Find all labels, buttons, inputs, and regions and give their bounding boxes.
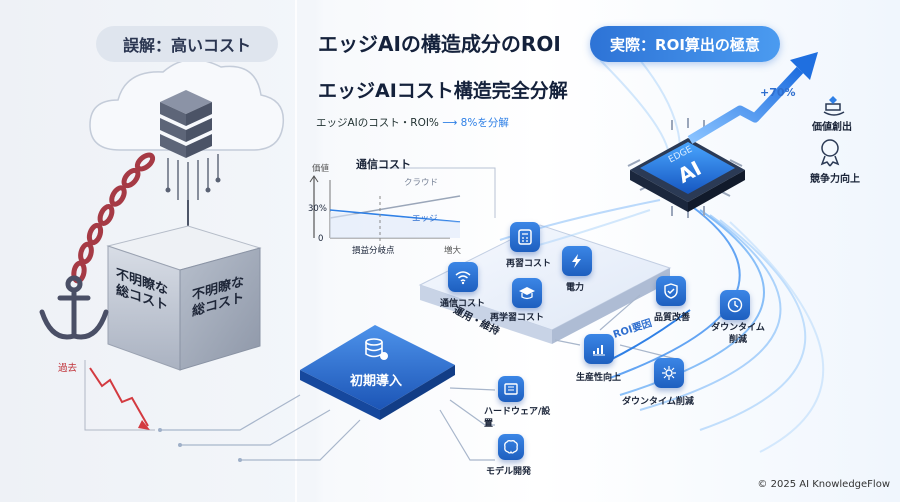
copyright: © 2025 AI KnowledgeFlow	[757, 479, 890, 490]
database-gear-icon	[362, 336, 390, 368]
relearning-label: 再学習コスト	[490, 313, 545, 323]
decline-label: 過去	[58, 363, 78, 374]
competitiveness-label: 競争力向上	[810, 174, 860, 185]
comm-label: 通信コスト	[440, 299, 486, 309]
lightning-icon	[572, 254, 581, 268]
mini-chart-increase: 増大	[444, 246, 462, 256]
quality-label: 品質改善	[654, 313, 691, 323]
mini-chart-title: 通信コスト	[356, 158, 411, 171]
cost-cube	[106, 225, 262, 371]
roi-note: エッジAIのコスト・ROI% ⟶ 8%を分解	[316, 115, 509, 130]
power-node	[562, 246, 592, 276]
mini-chart-edge-label: エッジ	[412, 214, 438, 224]
productivity-node	[584, 334, 614, 364]
mini-chart-tick-0: 0	[318, 234, 324, 244]
hardware-icon	[504, 383, 518, 395]
main-title: エッジAIの構造成分のROI	[318, 32, 561, 56]
retraining-label: 再習コスト	[506, 259, 552, 269]
mini-chart-breakeven: 損益分岐点	[352, 246, 395, 256]
wifi-icon	[455, 271, 471, 285]
downtime-node-b	[654, 358, 684, 388]
calculator-icon	[518, 229, 532, 245]
anchor-icon	[39, 275, 109, 340]
operations-platform	[418, 224, 672, 344]
badge-icon	[820, 139, 840, 167]
productivity-label: 生産性向上	[576, 373, 622, 383]
growth-arrow	[687, 52, 818, 144]
reality-pill: 実際：ROI算出の極意	[590, 26, 780, 62]
value-creation-label: 価値創出	[812, 122, 852, 133]
hardware-label: ハードウェア/設置	[484, 407, 551, 429]
initial-block	[300, 325, 455, 420]
decline-chart	[84, 360, 155, 431]
mini-chart-graphic	[309, 167, 496, 246]
gear-network-icon	[662, 366, 676, 380]
comm-node	[448, 262, 478, 292]
model-label: モデル開発	[486, 467, 532, 477]
power-label: 電力	[566, 283, 585, 293]
downtime-label-b: ダウンタイム削減	[622, 397, 694, 407]
retraining-node	[510, 222, 540, 252]
arrow-icon: ⟶	[442, 117, 458, 129]
value-icon	[823, 96, 845, 116]
hardware-node	[498, 376, 524, 402]
mini-chart-y-label: 価値	[312, 164, 330, 174]
shield-check-icon	[664, 283, 678, 299]
server-icon	[160, 90, 212, 158]
relearning-node	[512, 278, 542, 308]
roi-note-prefix: エッジAIのコスト・ROI%	[316, 117, 439, 129]
initial-label: 初期導入	[350, 374, 403, 389]
mini-chart-cloud-label: クラウド	[404, 178, 439, 188]
bar-chart-icon	[593, 345, 605, 356]
brain-icon	[504, 440, 518, 454]
model-node	[498, 434, 524, 460]
roi-note-suffix: 8%を分解	[460, 117, 509, 129]
misconception-pill: 誤解：高いコスト	[96, 26, 278, 62]
mini-chart-tick-30: 30%	[308, 204, 327, 214]
downtime-node-a	[720, 290, 750, 320]
downtime-label-a: ダウンタイム削減	[711, 323, 765, 345]
quality-node	[656, 276, 686, 306]
growth-percent: +70%	[760, 86, 796, 99]
clock-icon	[727, 297, 743, 313]
subtitle: エッジAIコスト構造完全分解	[318, 80, 568, 102]
edge-ai-chip	[627, 118, 745, 218]
graduation-cap-icon	[519, 287, 535, 300]
